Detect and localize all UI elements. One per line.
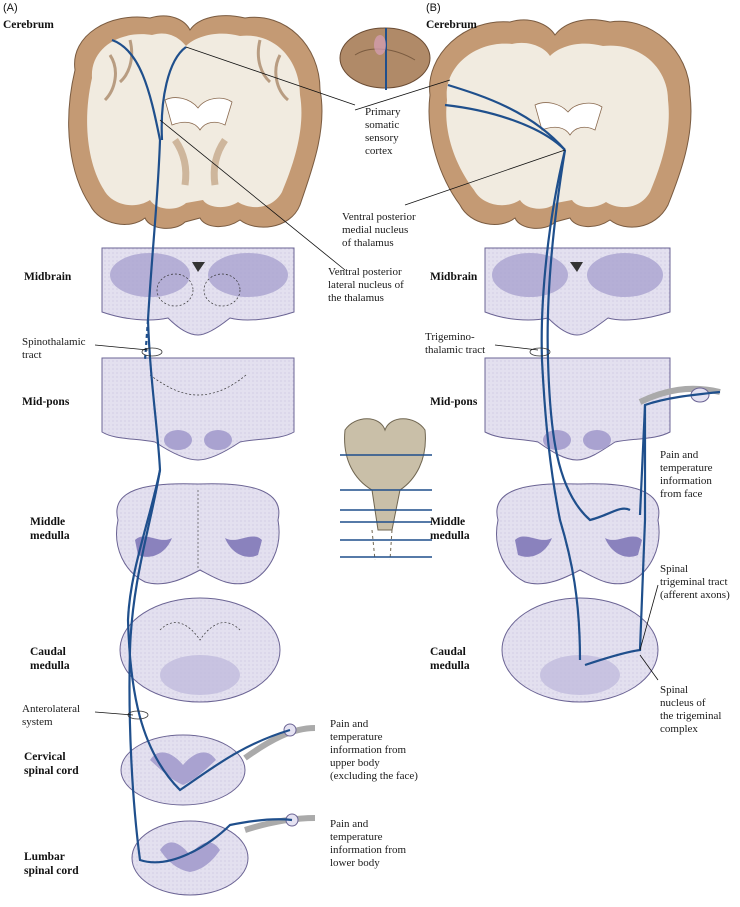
lateral-brain-inset [339, 27, 431, 90]
svg-text:the thalamus: the thalamus [328, 292, 384, 304]
svg-text:Trigemino-: Trigemino- [425, 331, 475, 343]
label-spinothalamic-tract: Spinothalamic tract [22, 336, 86, 361]
level-cerebrum-a: Cerebrum [3, 19, 54, 31]
level-caudal-medulla-a-1: Caudal [30, 646, 66, 658]
level-middle-medulla-b-1: Middle [430, 516, 465, 528]
label-primary-cortex: Primary somatic sensory cortex [365, 106, 401, 157]
level-midbrain-b: Midbrain [430, 271, 478, 283]
svg-text:lower body: lower body [330, 857, 380, 869]
svg-text:(excluding the face): (excluding the face) [330, 770, 418, 782]
svg-text:Spinal: Spinal [660, 563, 688, 575]
svg-text:Ventral posterior: Ventral posterior [342, 211, 416, 223]
svg-text:from face: from face [660, 488, 703, 500]
cerebrum-section-a [68, 15, 323, 229]
level-cervical-a-2: spinal cord [24, 765, 79, 777]
svg-text:system: system [22, 716, 53, 728]
medulla-middle-section-a [116, 483, 280, 585]
svg-text:information from: information from [330, 844, 407, 856]
label-face-info: Pain and temperature information from fa… [660, 449, 713, 500]
level-cervical-a-1: Cervical [24, 751, 66, 763]
svg-text:lateral nucleus of: lateral nucleus of [328, 279, 404, 291]
svg-text:Spinal: Spinal [660, 684, 688, 696]
svg-text:Spinothalamic: Spinothalamic [22, 336, 86, 348]
label-spinal-trigeminal-nucleus: Spinal nucleus of the trigeminal complex [660, 684, 721, 735]
svg-text:sensory: sensory [365, 132, 399, 144]
svg-text:Pain and: Pain and [330, 718, 369, 730]
level-midpons-b: Mid-pons [430, 396, 478, 408]
label-trigeminothalamic-tract: Trigemino- thalamic tract [425, 331, 485, 356]
svg-text:temperature: temperature [660, 462, 713, 474]
spinothalamic-tract-marker [141, 347, 163, 357]
level-cerebrum-b: Cerebrum [426, 19, 477, 31]
svg-text:trigeminal tract: trigeminal tract [660, 576, 728, 588]
medulla-caudal-section-a [119, 597, 281, 703]
label-vpl: Ventral posterior lateral nucleus of the… [328, 266, 404, 304]
panel-b-label: (B) [426, 2, 441, 14]
level-middle-medulla-a-1: Middle [30, 516, 65, 528]
medulla-middle-section-b [496, 483, 660, 585]
svg-text:temperature: temperature [330, 831, 383, 843]
level-middle-medulla-a-2: medulla [30, 530, 70, 542]
label-anterolateral-system: Anterolateral system [22, 703, 80, 728]
svg-text:Pain and: Pain and [660, 449, 699, 461]
level-lumbar-a-1: Lumbar [24, 851, 65, 863]
midbrain-section-a [101, 247, 295, 336]
svg-text:information from: information from [330, 744, 407, 756]
lumbar-cord-section-a [131, 813, 316, 896]
spinothalamic-tract-path-a [111, 38, 293, 864]
svg-text:complex: complex [660, 723, 698, 735]
level-middle-medulla-b-2: medulla [430, 530, 470, 542]
panel-a-label: (A) [3, 2, 18, 14]
level-caudal-medulla-b-2: medulla [430, 660, 470, 672]
svg-text:nucleus of: nucleus of [660, 697, 706, 709]
trigeminothalamic-tract-marker [529, 347, 551, 357]
pons-section-a [101, 357, 295, 461]
midbrain-section-b [484, 247, 671, 336]
label-lower-body-info: Pain and temperature information from lo… [330, 818, 407, 869]
svg-text:(afferent axons): (afferent axons) [660, 589, 730, 601]
level-caudal-medulla-b-1: Caudal [430, 646, 466, 658]
brainstem-inset [340, 418, 432, 561]
label-spinal-trigeminal-tract: Spinal trigeminal tract (afferent axons) [660, 563, 730, 601]
level-midbrain-a: Midbrain [24, 271, 72, 283]
trigeminothalamic-tract-path-b [444, 83, 721, 667]
label-upper-body-info: Pain and temperature information from up… [330, 718, 418, 782]
svg-text:Ventral posterior: Ventral posterior [328, 266, 402, 278]
cerebrum-section-b [428, 19, 692, 229]
svg-text:Anterolateral: Anterolateral [22, 703, 80, 715]
label-vpm: Ventral posterior medial nucleus of thal… [342, 211, 416, 249]
leader-lines [94, 46, 659, 716]
pons-section-b [484, 357, 671, 461]
svg-text:Pain and: Pain and [330, 818, 369, 830]
svg-text:cortex: cortex [365, 145, 393, 157]
level-lumbar-a-2: spinal cord [24, 865, 79, 877]
svg-text:somatic: somatic [365, 119, 399, 131]
level-caudal-medulla-a-2: medulla [30, 660, 70, 672]
svg-text:of thalamus: of thalamus [342, 237, 394, 249]
svg-text:Primary: Primary [365, 106, 401, 118]
svg-text:tract: tract [22, 349, 42, 361]
svg-text:information: information [660, 475, 712, 487]
svg-text:upper body: upper body [330, 757, 380, 769]
svg-text:medial nucleus: medial nucleus [342, 224, 408, 236]
svg-text:the trigeminal: the trigeminal [660, 710, 721, 722]
level-midpons-a: Mid-pons [22, 396, 70, 408]
svg-text:temperature: temperature [330, 731, 383, 743]
svg-text:thalamic tract: thalamic tract [425, 344, 485, 356]
